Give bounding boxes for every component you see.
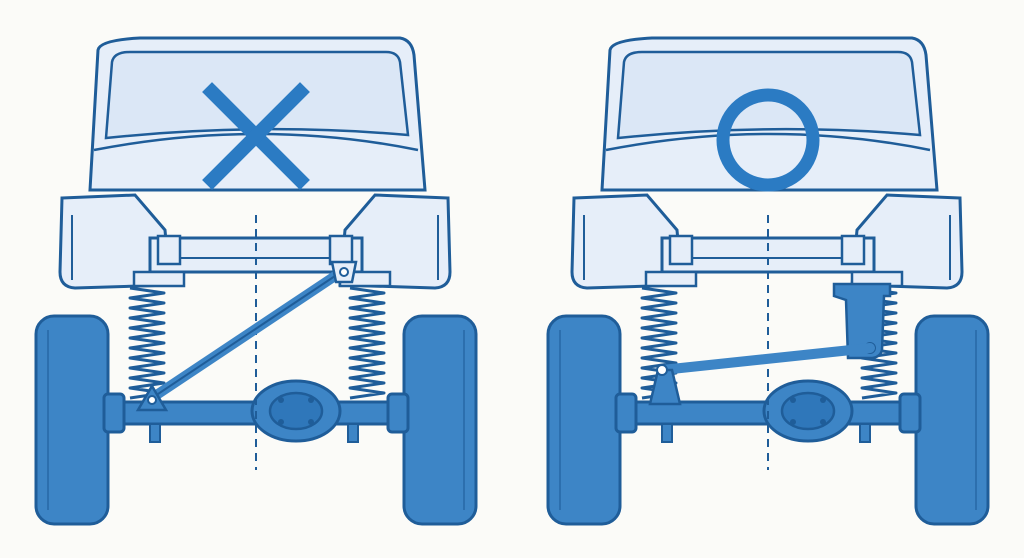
drop-bracket [832, 282, 892, 360]
axle-bracket [648, 368, 682, 406]
right-coil-spring [348, 286, 386, 400]
vehicle-front-view [546, 36, 990, 526]
left-coil-spring [128, 286, 166, 400]
correct-setup-panel [546, 36, 990, 526]
incorrect-setup-panel [34, 36, 478, 526]
circle-icon [716, 88, 820, 192]
level-track-bar [657, 343, 875, 375]
cross-icon [202, 82, 310, 190]
vehicle-front-view [34, 36, 478, 526]
